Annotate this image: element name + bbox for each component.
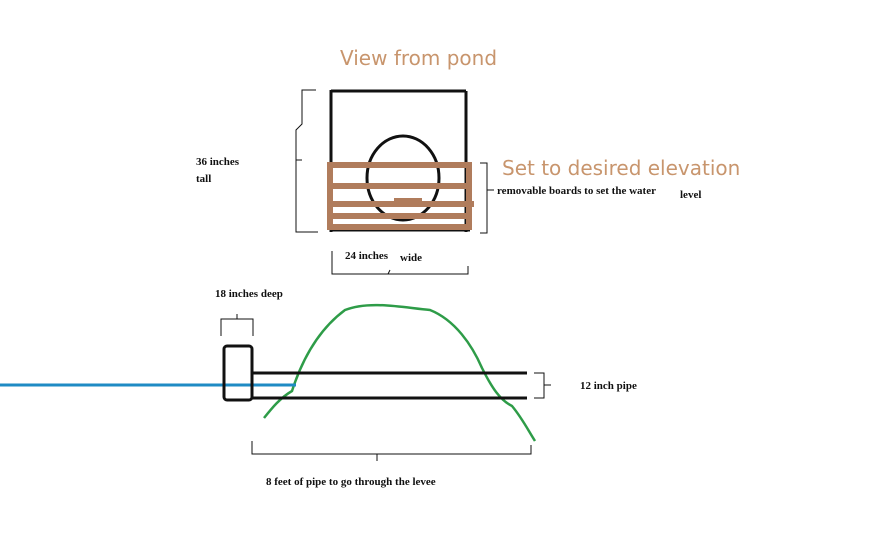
width-label-end: wide xyxy=(400,252,422,264)
boards-label: removable boards to set the water xyxy=(497,185,656,197)
depth-label: 18 inches deep xyxy=(215,288,283,300)
removable-boards xyxy=(327,162,474,230)
height-label-line2: tall xyxy=(196,173,212,185)
boards-bracket xyxy=(480,162,494,234)
diagram-title: View from pond xyxy=(340,46,498,70)
width-label: 24 inches xyxy=(345,250,389,262)
length-bracket xyxy=(251,441,532,461)
pipe-bracket xyxy=(534,372,551,399)
riser-box xyxy=(222,344,254,402)
length-label: 8 feet of pipe to go through the levee xyxy=(266,476,436,488)
height-bracket xyxy=(295,89,318,233)
pipe-label: 12 inch pipe xyxy=(580,380,637,392)
elevation-note: Set to desired elevation xyxy=(502,156,741,180)
pipe xyxy=(252,371,527,400)
depth-bracket xyxy=(220,314,254,336)
levee xyxy=(263,303,537,442)
width-bracket xyxy=(331,251,469,275)
pipe-opening xyxy=(365,134,441,222)
boards-label-end: level xyxy=(680,189,702,201)
front-view-box xyxy=(329,89,470,232)
height-label-line1: 36 inches xyxy=(196,156,240,168)
